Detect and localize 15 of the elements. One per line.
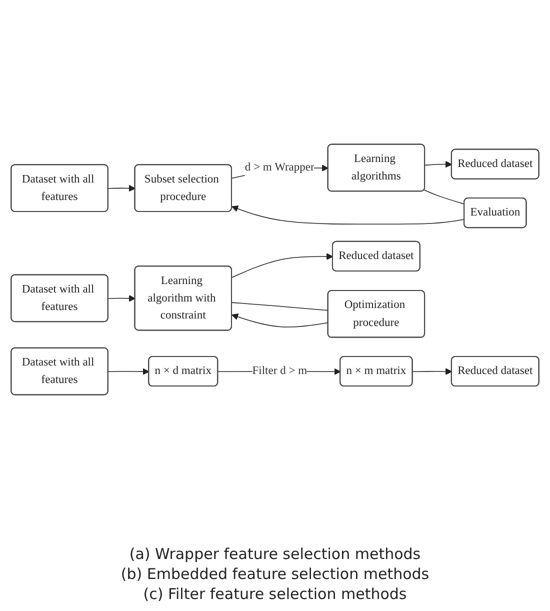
arrow: [232, 205, 465, 225]
arrow: [412, 368, 452, 375]
arrow: [232, 314, 329, 328]
arrow: [424, 160, 452, 168]
figure-caption: (a) Wrapper feature selection methods: [128, 545, 422, 563]
connector: [424, 190, 465, 205]
figure-caption: (b) Embedded feature selection methods: [120, 565, 430, 583]
edge-label: d > m Wrapper: [244, 161, 314, 174]
arrow: [108, 184, 136, 192]
arrow: [232, 253, 334, 278]
edge-label: Filter d > m: [252, 364, 308, 378]
figure-caption: (c) Filter feature selection methods: [142, 585, 408, 603]
arrow: [108, 368, 150, 375]
connector: [232, 302, 329, 311]
arrow: [108, 294, 136, 302]
